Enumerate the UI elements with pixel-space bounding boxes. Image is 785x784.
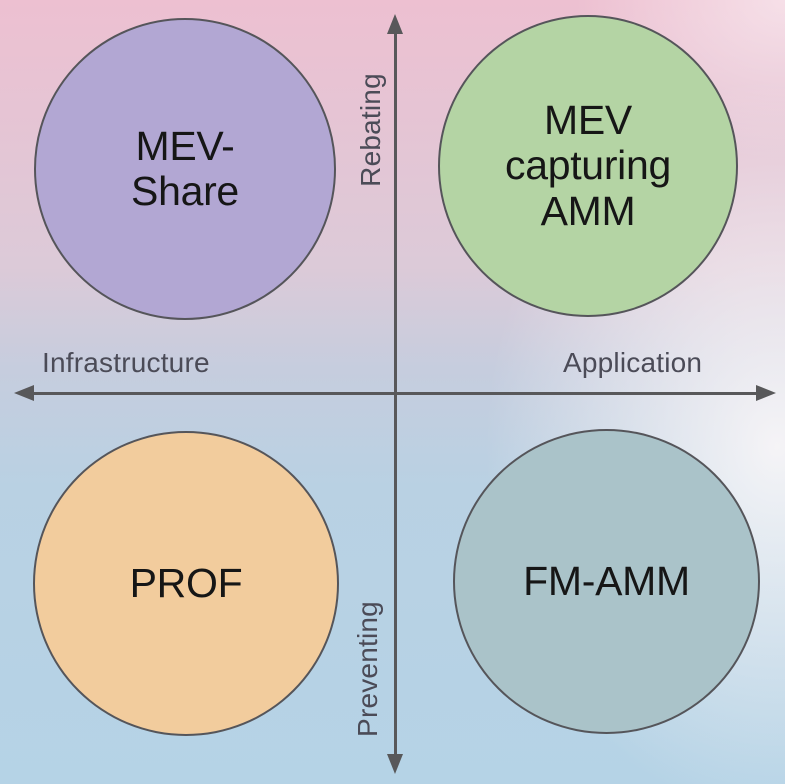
circle-prof: PROF	[33, 431, 339, 736]
circle-label-mev-capturing-amm: MEV capturing AMM	[505, 97, 671, 234]
circle-label-prof: PROF	[129, 559, 243, 606]
vertical-axis-line	[394, 26, 397, 762]
axis-label-infrastructure: Infrastructure	[42, 347, 210, 378]
circle-label-fm-amm: FM-AMM	[523, 557, 690, 604]
circle-label-mev-share: MEV- Share	[131, 122, 239, 214]
arrowhead-down-icon	[387, 754, 403, 774]
arrowhead-right-icon	[756, 385, 776, 401]
horizontal-axis-line	[26, 392, 760, 395]
circle-fm-amm: FM-AMM	[453, 429, 760, 734]
arrowhead-up-icon	[387, 14, 403, 34]
axis-label-rebating: Rebating	[355, 73, 386, 187]
axis-label-preventing: Preventing	[352, 601, 383, 737]
circle-mev-share: MEV- Share	[34, 18, 336, 320]
circle-mev-capturing-amm: MEV capturing AMM	[438, 15, 738, 317]
arrowhead-left-icon	[14, 385, 34, 401]
axis-label-application: Application	[563, 347, 703, 378]
